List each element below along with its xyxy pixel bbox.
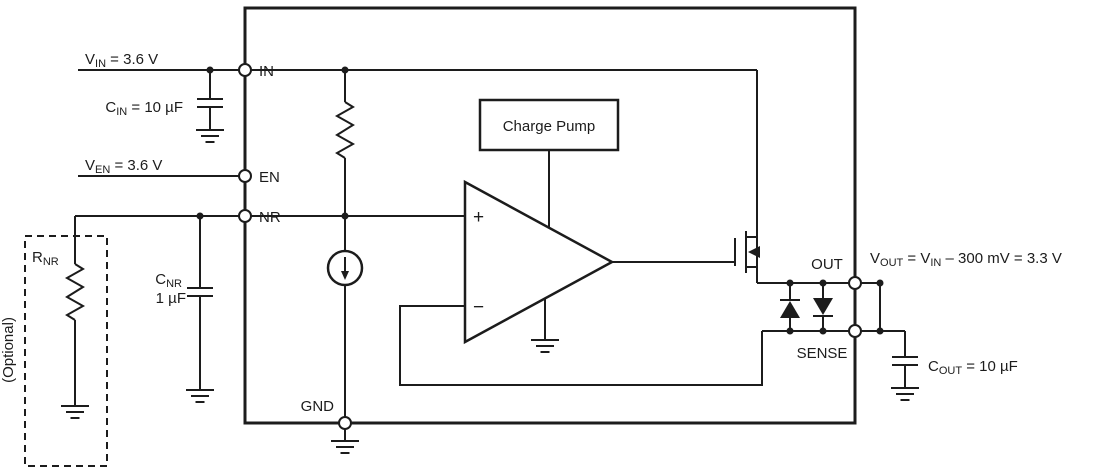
optional-dashed-box <box>24 235 108 467</box>
opamp-plus-input-label: + <box>473 207 484 228</box>
cnr-capacitor <box>186 287 214 297</box>
opamp-minus-input-label: − <box>473 297 484 318</box>
opamp-triangle <box>463 179 615 345</box>
in-pin-terminal <box>238 63 252 77</box>
error-amplifier: + − <box>463 179 615 353</box>
charge-pump-label: Charge Pump <box>503 118 596 135</box>
vout-label: VOUT = VIN – 300 mV = 3.3 V <box>870 250 1062 269</box>
pin-terminals <box>238 63 862 430</box>
diode-up <box>780 301 800 318</box>
rnr-resistor <box>66 263 84 321</box>
charge-pump-box <box>478 98 620 152</box>
pin-labels: IN EN NR GND OUT SENSE <box>259 63 847 415</box>
mosfet-body-arrow <box>748 246 760 258</box>
internal-resistor <box>336 101 354 159</box>
gnd-pin-label: GND <box>301 398 335 415</box>
ground-symbol <box>60 405 90 419</box>
cin-label: CIN = 10 µF <box>105 99 183 118</box>
charge-pump-block: Charge Pump <box>478 98 620 228</box>
ven-label: VEN = 3.6 V <box>85 157 162 176</box>
sense-pin-label: SENSE <box>797 345 848 362</box>
ground-symbol <box>530 339 560 353</box>
junction-dot <box>876 327 884 335</box>
value-labels: VIN = 3.6 V CIN = 10 µF VEN = 3.6 V RNR … <box>0 51 1062 383</box>
cnr-label: CNR <box>155 271 182 290</box>
en-pin-terminal <box>238 169 252 183</box>
current-source-arrow <box>341 271 349 280</box>
ground-symbol <box>195 129 225 143</box>
cnr-value-label: 1 µF <box>156 290 186 307</box>
gnd-pin-branch <box>330 429 360 454</box>
cout-capacitor-branch <box>890 331 920 401</box>
cin-capacitor <box>196 98 224 108</box>
diode-down <box>813 298 833 315</box>
out-pin-terminal <box>848 276 862 290</box>
pass-mosfet <box>734 231 760 283</box>
vin-label: VIN = 3.6 V <box>85 51 158 70</box>
rnr-label: RNR <box>32 249 59 268</box>
sense-pin-terminal <box>848 324 862 338</box>
nr-pin-terminal <box>238 209 252 223</box>
optional-note-label: (Optional) <box>0 317 17 383</box>
nr-pin-label: NR <box>259 209 281 226</box>
gnd-pin-terminal <box>338 416 352 430</box>
ground-symbol <box>185 389 215 403</box>
out-sense-diode-pair <box>780 283 833 331</box>
current-source <box>326 216 364 417</box>
cnr-capacitor-branch <box>185 216 215 403</box>
out-net-wires <box>757 279 884 331</box>
cout-label: COUT = 10 µF <box>928 358 1018 377</box>
in-pin-label: IN <box>259 63 274 80</box>
junction-dot <box>341 66 349 74</box>
junction-dot <box>206 66 214 74</box>
in-net-wires <box>78 69 758 237</box>
rnr-optional-branch <box>24 235 108 467</box>
out-pin-label: OUT <box>811 256 843 273</box>
internal-resistor-branch <box>336 66 354 216</box>
ground-symbol <box>330 440 360 454</box>
cout-capacitor <box>891 356 919 366</box>
junction-dot <box>876 279 884 287</box>
ground-symbol <box>890 387 920 401</box>
cin-capacitor-branch <box>195 66 225 143</box>
en-pin-label: EN <box>259 169 280 186</box>
nr-net-wires <box>74 212 465 264</box>
